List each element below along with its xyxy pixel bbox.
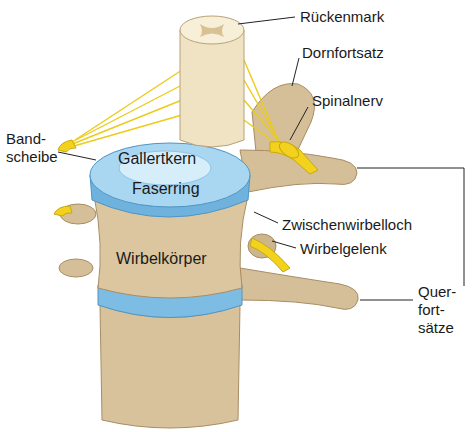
- part-label: Wirbelgelenk: [300, 240, 387, 258]
- part-label: Zwischenwirbelloch: [282, 216, 412, 234]
- part-label: Rückenmark: [300, 8, 384, 26]
- part-label: Band- scheibe: [6, 130, 58, 166]
- part-label: Wirbelkörper: [116, 250, 207, 268]
- part-label: Faserring: [132, 180, 200, 198]
- part-label: Spinalnerv: [312, 92, 383, 110]
- part-label: Gallertkern: [118, 150, 196, 168]
- part-label: Dornfortsatz: [302, 44, 384, 62]
- part-label: Quer- fort- sätze: [418, 283, 456, 337]
